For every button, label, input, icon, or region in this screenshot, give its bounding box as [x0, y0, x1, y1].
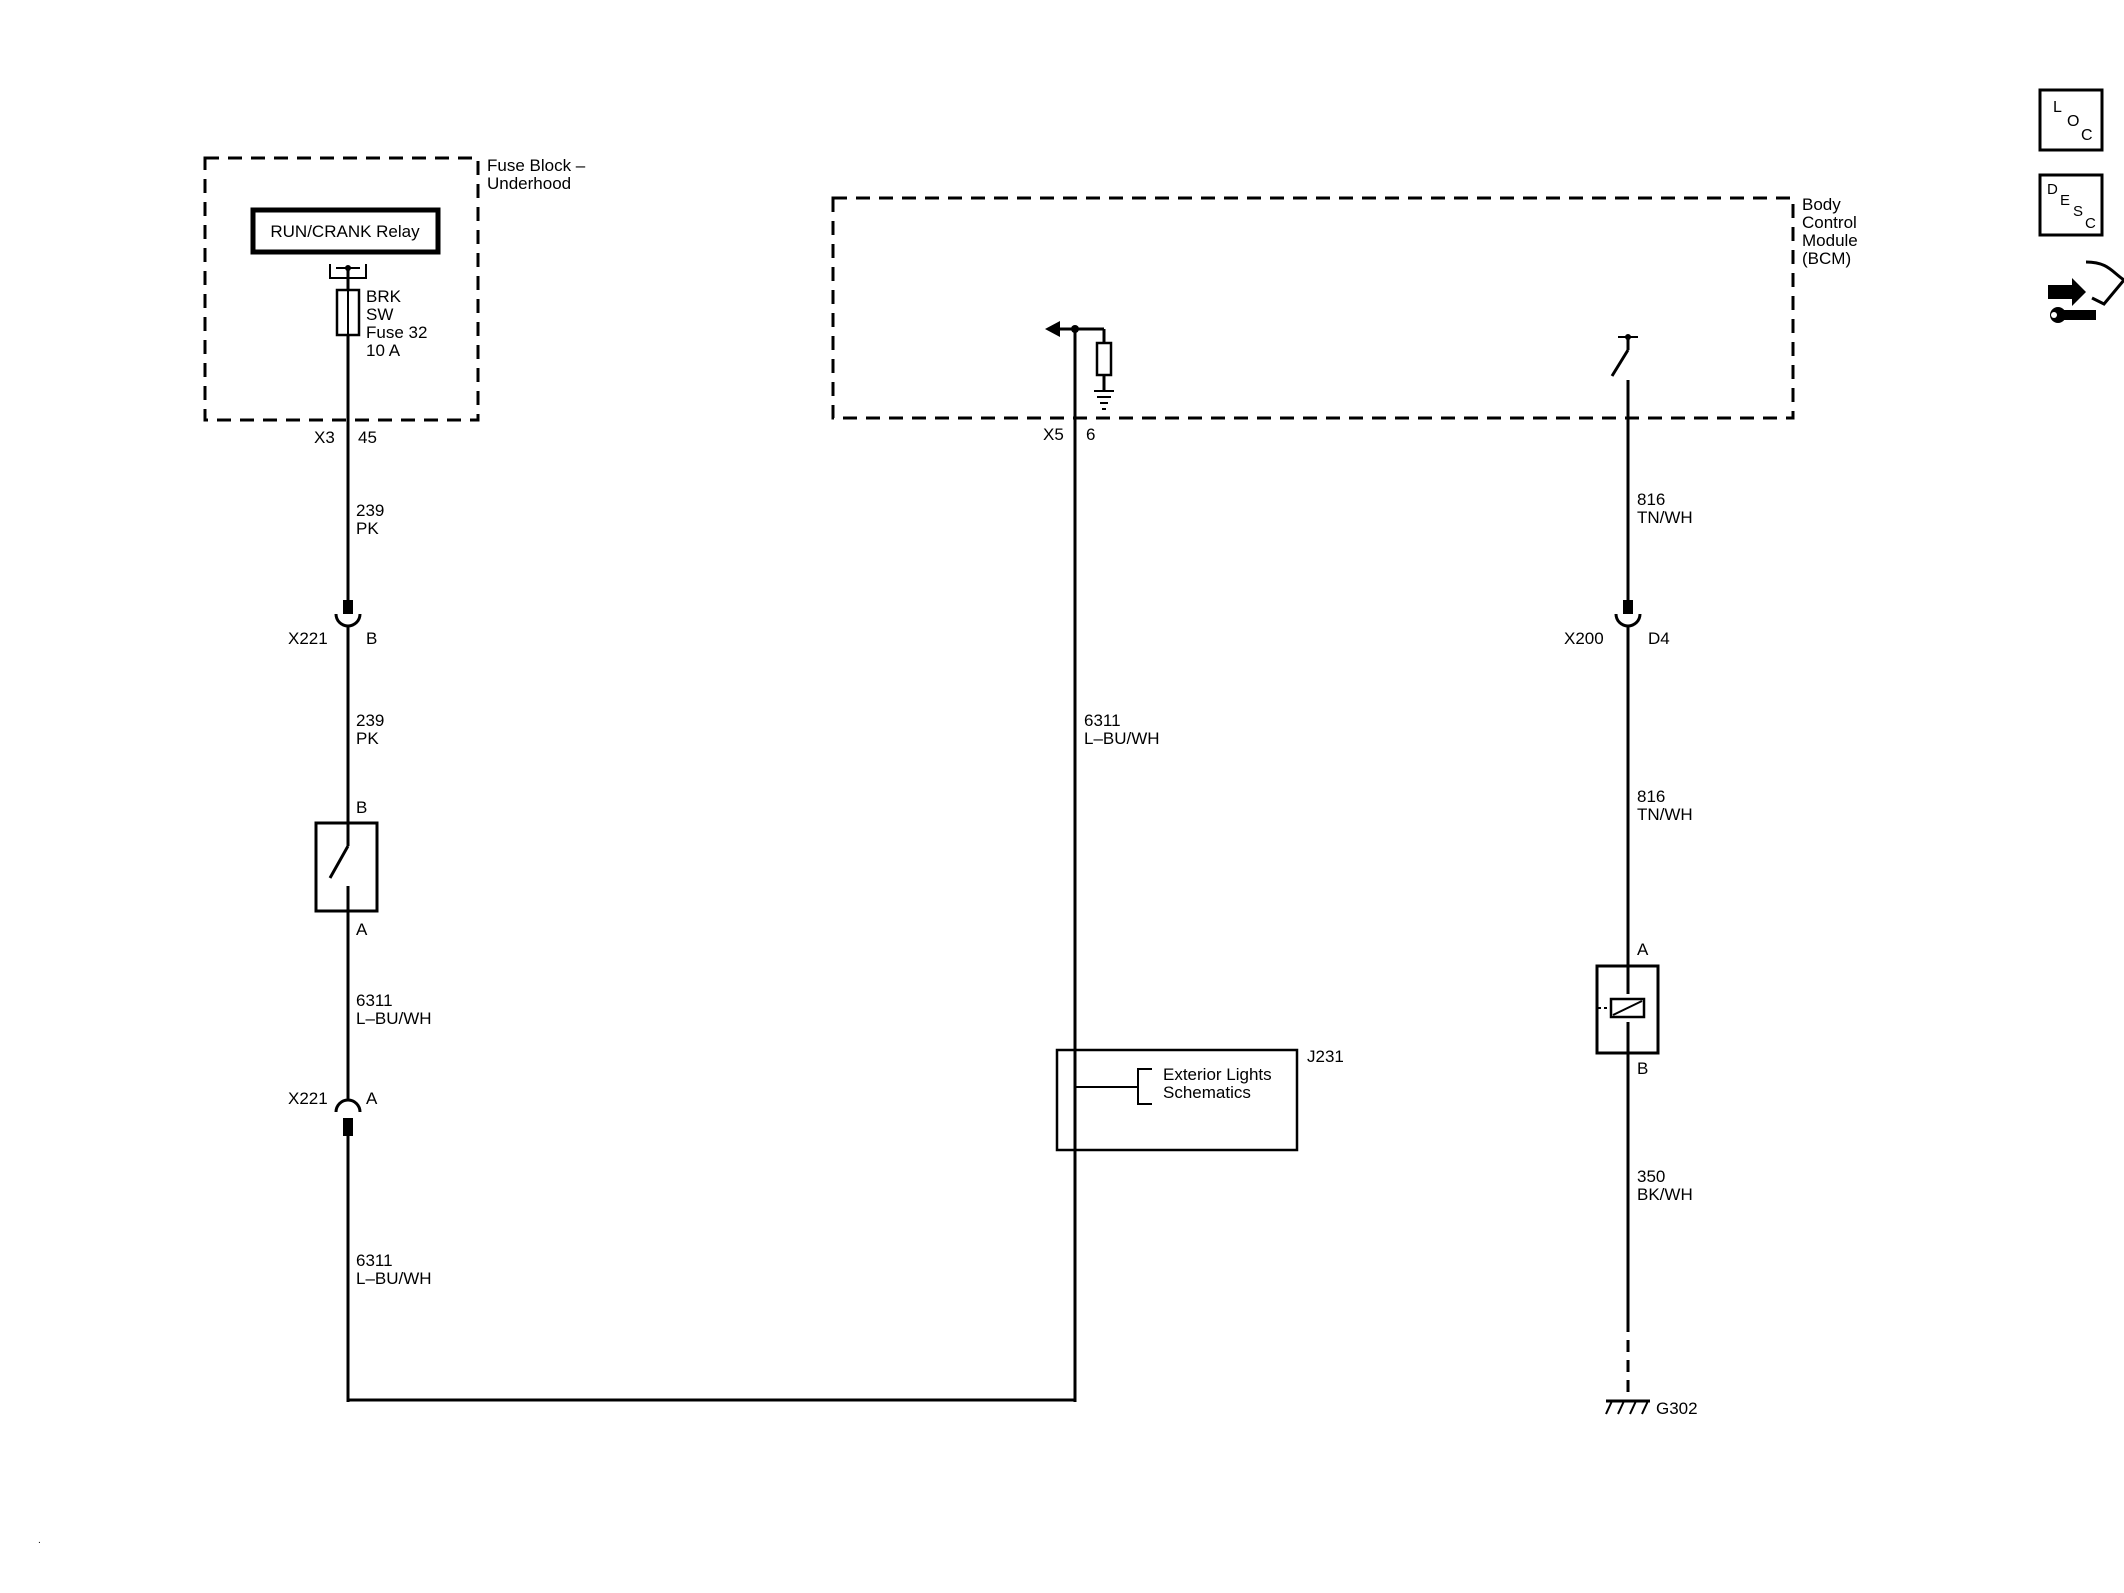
x200-pin-label: D4 [1648, 629, 1670, 648]
relay-terminal [329, 264, 367, 290]
connector-x221-b[interactable] [334, 600, 362, 628]
wire-816-color-2: TN/WH [1637, 805, 1693, 824]
switch-pin-b: B [356, 798, 367, 817]
chassis-ground-icon [1094, 390, 1114, 410]
wire-350-color: BK/WH [1637, 1185, 1693, 1204]
wire-239-color-1: PK [356, 519, 379, 538]
svg-text:C: C [2081, 127, 2093, 144]
wire-816-number-1: 816 [1637, 490, 1665, 509]
middle-circuit: X5 6 6311 L–BU/WH J231 Exterior Lights S… [1043, 329, 1344, 1402]
wire-239-color-2: PK [356, 729, 379, 748]
fuse-label-line4: 10 A [366, 341, 401, 360]
fuse-label-line3: Fuse 32 [366, 323, 427, 342]
connector-wrench-icon[interactable] [2048, 260, 2124, 323]
wire-6311-number-1: 6311 [356, 991, 393, 1010]
x5-pin-label: 6 [1086, 425, 1095, 444]
bcm-input-pulldown [1045, 321, 1114, 410]
pulldown-resistor [1095, 341, 1113, 377]
right-circuit: 816 TN/WH X200 D4 816 TN/WH A B 350 BK/W… [1564, 418, 1698, 1418]
bcm-output-switch [1610, 334, 1638, 418]
svg-text:O: O [2067, 113, 2079, 130]
connector-x200[interactable] [1614, 600, 1642, 628]
ground-g302-icon [1605, 1399, 1650, 1415]
x221-b-connector-label: X221 [288, 629, 328, 648]
input-arrow-icon [1045, 321, 1060, 337]
switch-pin-a: A [356, 920, 368, 939]
component-pin-b: B [1637, 1059, 1648, 1078]
splice-label-line2: Schematics [1163, 1083, 1251, 1102]
bcm-boundary [831, 196, 1795, 420]
svg-text:E: E [2060, 192, 2070, 209]
run-crank-relay[interactable]: RUN/CRANK Relay [250, 207, 441, 255]
fuse-block: Fuse Block – Underhood RUN/CRANK Relay B… [203, 156, 586, 422]
brake-switch[interactable] [314, 821, 379, 913]
x5-connector-label: X5 [1043, 425, 1064, 444]
wire-6311-color-2: L–BU/WH [356, 1269, 432, 1288]
relay-label: RUN/CRANK Relay [270, 222, 420, 241]
brk-sw-fuse[interactable] [335, 288, 361, 337]
svg-text:L: L [2053, 99, 2062, 116]
corner-mark: . [38, 1535, 41, 1546]
x200-connector-label: X200 [1564, 629, 1604, 648]
bcm-label-line1: Body [1802, 195, 1841, 214]
bcm: Body Control Module (BCM) [831, 195, 1858, 420]
wire-6311-number-2: 6311 [356, 1251, 393, 1270]
ground-id: G302 [1656, 1399, 1698, 1418]
wire-816-number-2: 816 [1637, 787, 1665, 806]
left-circuit: X3 45 239 PK X221 B 239 PK B A 6311 L–BU… [288, 335, 1075, 1402]
component-pin-a: A [1637, 940, 1649, 959]
wire-6311-number-3: 6311 [1084, 711, 1121, 730]
desc-icon[interactable]: D E S C [2038, 173, 2104, 237]
wire-816-color-1: TN/WH [1637, 508, 1693, 527]
fuse-block-title: Fuse Block – [487, 156, 586, 175]
wire-239-number-2: 239 [356, 711, 384, 730]
rear-sensor-component[interactable] [1595, 964, 1660, 1055]
connector-x221-a[interactable] [334, 1098, 362, 1136]
svg-text:S: S [2073, 203, 2083, 220]
svg-text:C: C [2085, 215, 2096, 232]
svg-text:D: D [2047, 181, 2058, 198]
splice-j231[interactable] [1055, 1048, 1299, 1152]
x221-b-pin-label: B [366, 629, 377, 648]
fuse-label-line1: BRK [366, 287, 402, 306]
x221-a-pin-label: A [366, 1089, 378, 1108]
wire-6311-color-3: L–BU/WH [1084, 729, 1160, 748]
splice-label-line1: Exterior Lights [1163, 1065, 1272, 1084]
fuse-block-subtitle: Underhood [487, 174, 571, 193]
x3-connector-label: X3 [314, 428, 335, 447]
bcm-label-line4: (BCM) [1802, 249, 1851, 268]
splice-id: J231 [1307, 1047, 1344, 1066]
loc-icon[interactable]: L O C [2038, 88, 2104, 152]
bcm-label-line3: Module [1802, 231, 1858, 250]
bcm-label-line2: Control [1802, 213, 1857, 232]
fuse-label-line2: SW [366, 305, 393, 324]
wire-350-number: 350 [1637, 1167, 1665, 1186]
wire-6311-color-1: L–BU/WH [356, 1009, 432, 1028]
wire-239-number-1: 239 [356, 501, 384, 520]
fuse-block-boundary [203, 156, 480, 422]
x221-a-connector-label: X221 [288, 1089, 328, 1108]
x3-pin-label: 45 [358, 428, 377, 447]
